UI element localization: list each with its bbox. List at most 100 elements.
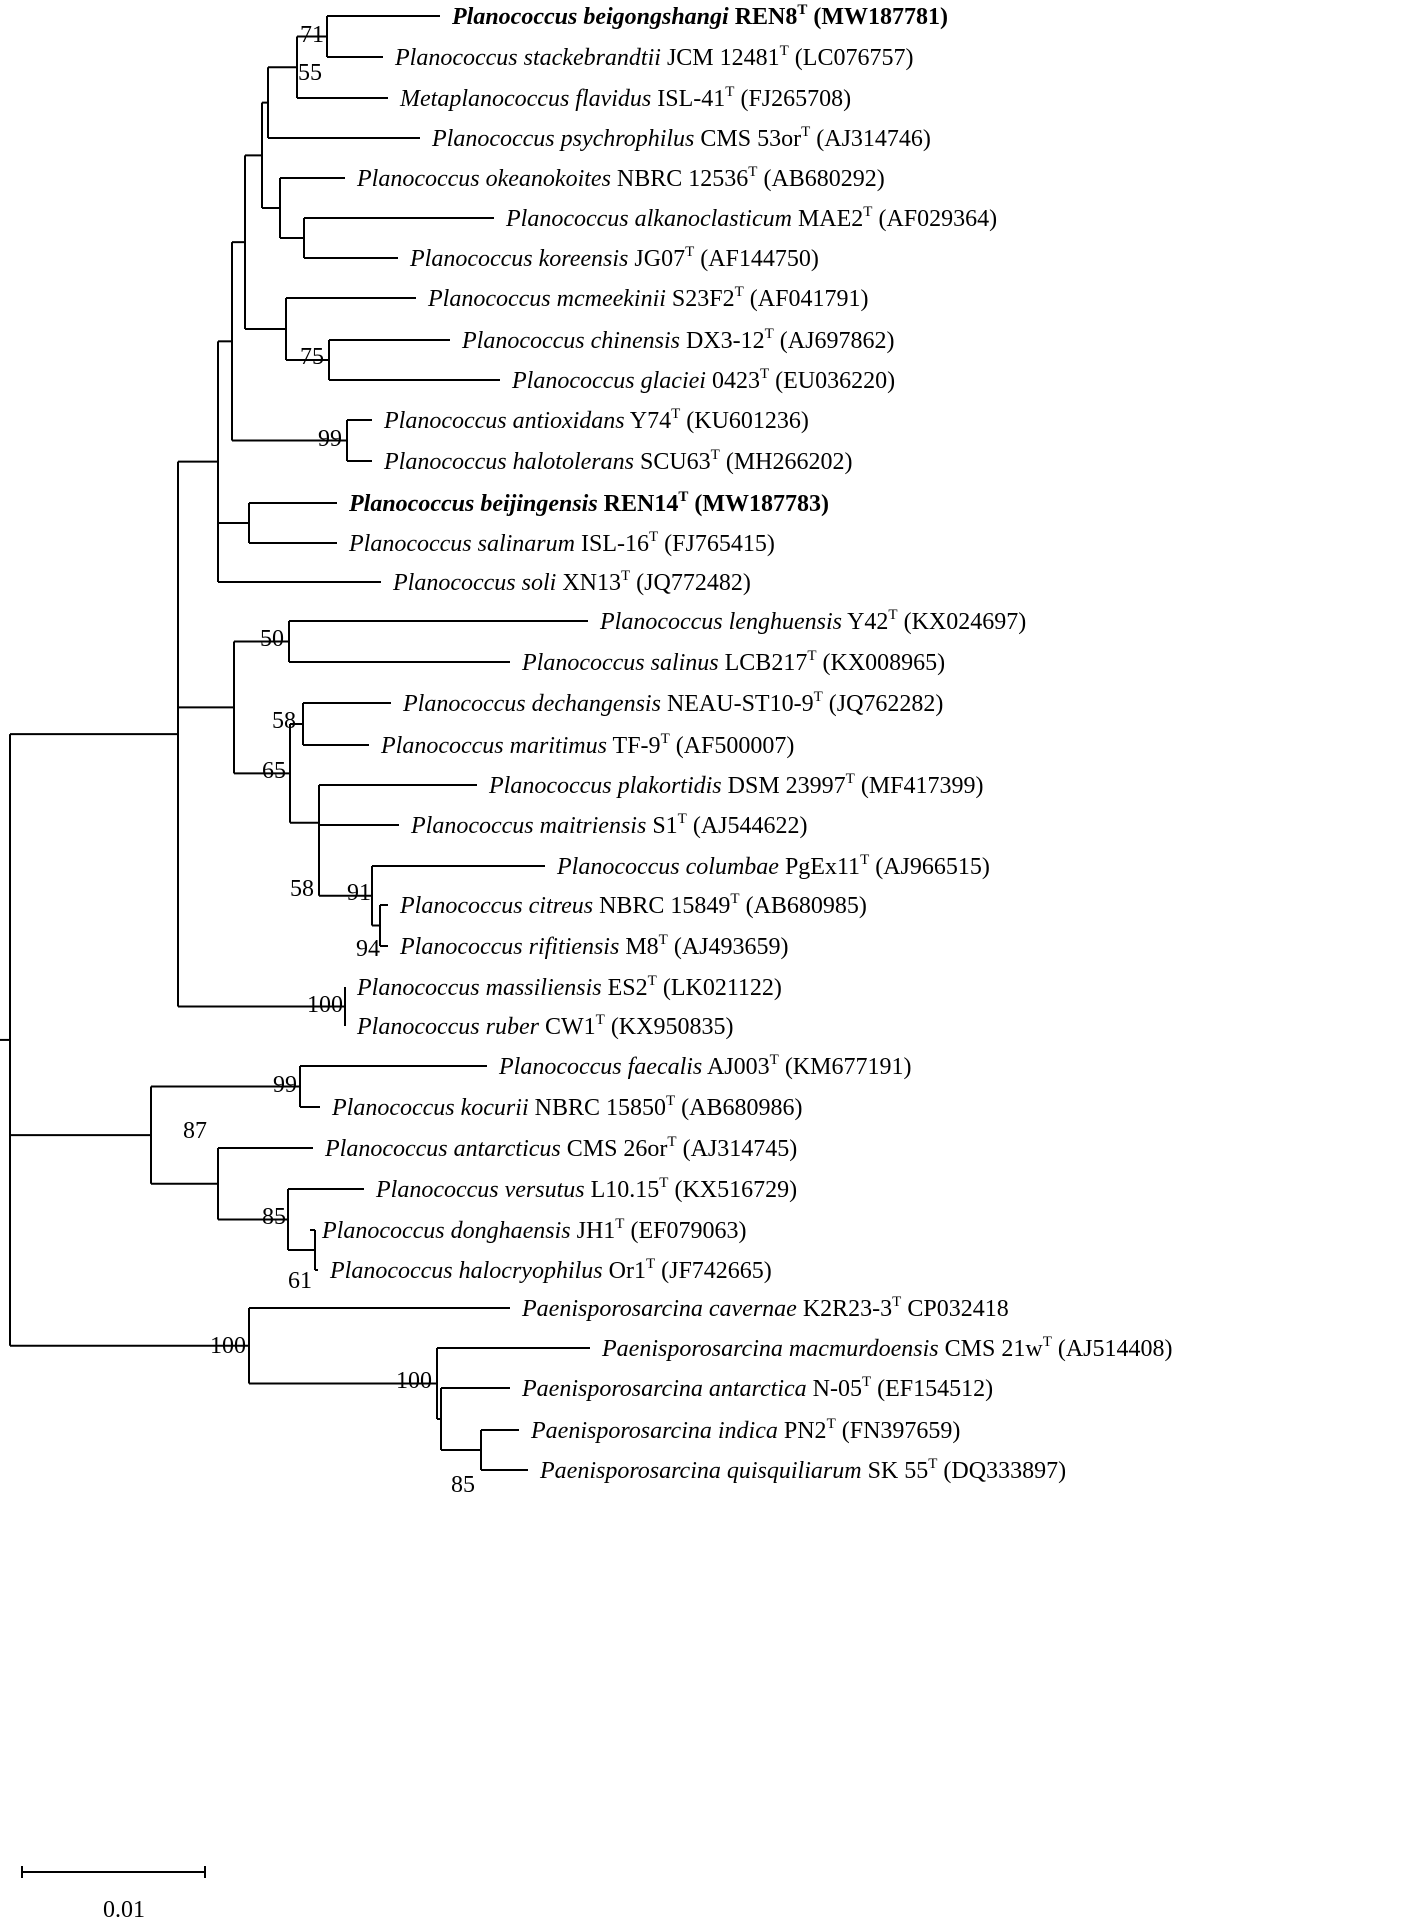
taxon-label: Planococcus alkanoclasticum MAE2T (AF029… [505,204,997,232]
bootstrap-value: 99 [318,426,342,452]
taxon-label: Planococcus antioxidans Y74T (KU601236) [383,406,809,434]
strain-name: NBRC 15850 [529,1095,666,1121]
type-strain-superscript: T [725,84,734,100]
strain-name: SK 55 [862,1458,929,1484]
strain-name: NEAU-ST10-9 [661,691,814,717]
taxon-label: Planococcus okeanokoites NBRC 12536T (AB… [356,164,885,192]
taxon-label: Planococcus columbae PgEx11T (AJ966515) [556,852,990,880]
type-strain-superscript: T [659,1175,668,1191]
taxon-label: Planococcus massiliensis ES2T (LK021122) [356,973,782,1001]
bootstrap-value: 99 [273,1072,297,1098]
accession-number: (AJ966515) [869,854,990,880]
accession-number: (AJ314746) [810,126,931,152]
type-strain-superscript: T [621,568,630,584]
taxon-label: Planococcus lenghuensis Y42T (KX024697) [599,607,1026,635]
species-name: Planococcus ruber [356,1014,540,1040]
accession-number: (EU036220) [769,368,895,394]
strain-name: JG07 [628,246,685,272]
species-name: Planococcus beigongshangi [451,4,729,30]
species-name: Planococcus okeanokoites [356,166,611,192]
type-strain-superscript: T [770,1052,779,1068]
type-strain-superscript: T [801,124,810,140]
strain-name: TF-9 [607,733,661,759]
taxon-label: Planococcus maritimus TF-9T (AF500007) [380,731,794,759]
bootstrap-value: 65 [262,758,286,784]
taxon-label: Paenisporosarcina indica PN2T (FN397659) [530,1416,960,1444]
species-name: Planococcus columbae [556,854,779,880]
taxon-label: Planococcus salinarum ISL-16T (FJ765415) [348,529,775,557]
bootstrap-value: 71 [300,22,324,48]
strain-name: PgEx11 [779,854,860,880]
strain-name: NBRC 15849 [593,893,730,919]
strain-name: N-05 [807,1376,862,1402]
strain-name: CMS 21w [939,1336,1044,1362]
taxon-label: Paenisporosarcina cavernae K2R23-3T CP03… [521,1294,1009,1322]
accession-number: (KX008965) [817,650,946,676]
species-name: Planococcus maitriensis [410,813,646,839]
species-name: Planococcus stackebrandtii [394,45,661,71]
accession-number: (JQ772482) [630,570,751,596]
bootstrap-value: 50 [260,626,284,652]
species-name: Planococcus antioxidans [383,408,625,434]
bootstrap-value: 58 [290,876,314,902]
taxon-label: Planococcus psychrophilus CMS 53orT (AJ3… [431,124,931,152]
taxon-label: Planococcus donghaensis JH1T (EF079063) [321,1216,746,1244]
taxon-label: Planococcus beigongshangi REN8T (MW18778… [451,2,948,30]
taxon-label: Planococcus soli XN13T (JQ772482) [392,568,751,596]
strain-name: JCM 12481 [661,45,780,71]
strain-name: ISL-16 [575,531,649,557]
type-strain-superscript: T [730,891,739,907]
type-strain-superscript: T [671,406,680,422]
accession-number: (FJ765415) [658,531,775,557]
strain-name: 0423 [706,368,760,394]
accession-number: CP032418 [901,1296,1008,1322]
taxon-label: Planococcus halocryophilus Or1T (JF74266… [329,1256,772,1284]
species-name: Paenisporosarcina antarctica [521,1376,807,1402]
taxon-label: Planococcus mcmeekinii S23F2T (AF041791) [427,284,868,312]
species-name: Paenisporosarcina cavernae [521,1296,797,1322]
taxon-label: Paenisporosarcina macmurdoensis CMS 21wT… [601,1334,1173,1362]
bootstrap-value: 85 [451,1472,475,1498]
bootstrap-value: 91 [347,880,371,906]
taxon-label: Planococcus beijingensis REN14T (MW18778… [348,489,829,517]
accession-number: (AJ314745) [677,1136,798,1162]
accession-number: (AB680292) [757,166,884,192]
accession-number: (AF500007) [670,733,795,759]
bootstrap-value: 58 [272,708,296,734]
bootstrap-value: 55 [298,60,322,86]
strain-name: Or1 [603,1258,646,1284]
species-name: Planococcus alkanoclasticum [505,206,792,232]
type-strain-superscript: T [797,2,807,18]
species-name: Planococcus halocryophilus [329,1258,603,1284]
accession-number: (AJ544622) [687,813,808,839]
type-strain-superscript: T [846,771,855,787]
bootstrap-value: 100 [396,1368,432,1394]
species-name: Planococcus beijingensis [348,491,598,517]
strain-name: LCB217 [719,650,808,676]
type-strain-superscript: T [807,648,816,664]
accession-number: (KM677191) [779,1054,912,1080]
type-strain-superscript: T [678,489,688,505]
species-name: Planococcus donghaensis [321,1218,571,1244]
type-strain-superscript: T [648,973,657,989]
strain-name: ISL-41 [651,86,725,112]
taxon-label: Planococcus chinensis DX3-12T (AJ697862) [461,326,894,354]
taxon-label: Paenisporosarcina antarctica N-05T (EF15… [521,1374,993,1402]
type-strain-superscript: T [892,1294,901,1310]
species-name: Planococcus chinensis [461,328,680,354]
type-strain-superscript: T [735,284,744,300]
accession-number: (AB680985) [740,893,867,919]
type-strain-superscript: T [646,1256,655,1272]
type-strain-superscript: T [1043,1334,1052,1350]
strain-name: M8 [619,934,658,960]
species-name: Planococcus maritimus [380,733,607,759]
type-strain-superscript: T [928,1456,937,1472]
bootstrap-value: 100 [307,992,343,1018]
strain-name: NBRC 12536 [611,166,748,192]
strain-name: K2R23-3 [797,1296,892,1322]
type-strain-superscript: T [649,529,658,545]
taxon-label: Planococcus salinus LCB217T (KX008965) [521,648,945,676]
taxon-label: Planococcus faecalis AJ003T (KM677191) [498,1052,911,1080]
taxon-label: Planococcus antarcticus CMS 26orT (AJ314… [324,1134,797,1162]
taxon-label: Planococcus kocurii NBRC 15850T (AB68098… [331,1093,802,1121]
